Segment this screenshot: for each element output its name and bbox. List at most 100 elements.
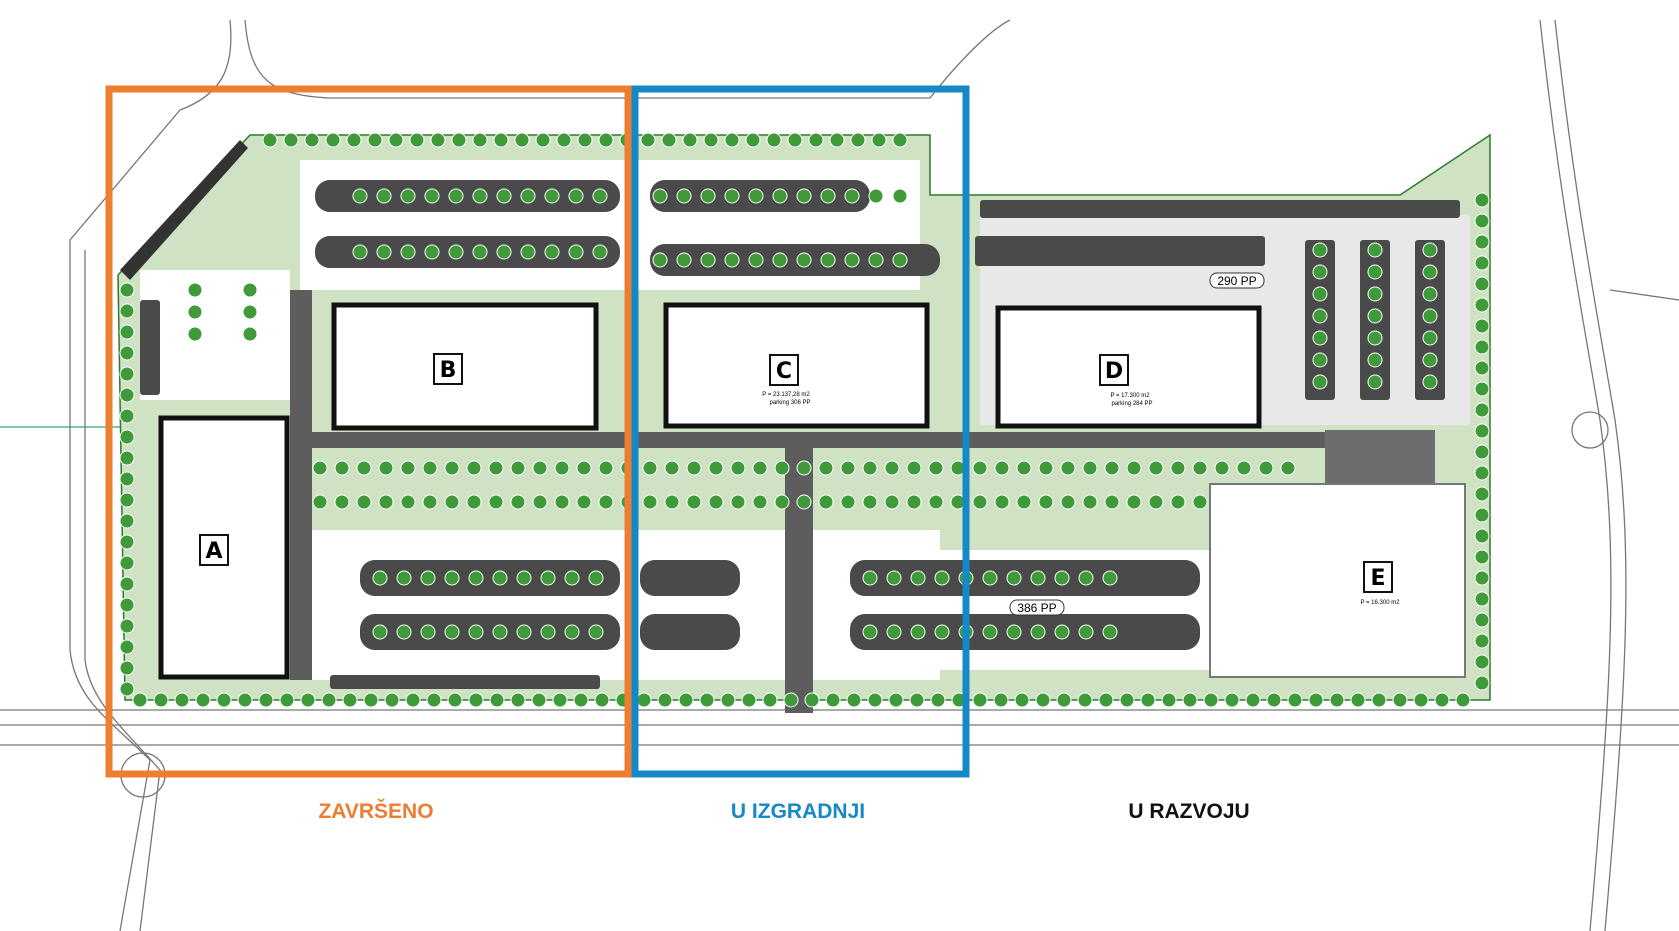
tree: [1474, 423, 1490, 439]
tree: [1350, 692, 1366, 708]
tree: [520, 188, 536, 204]
tree: [1060, 494, 1076, 510]
tree: [426, 692, 442, 708]
tree: [556, 132, 572, 148]
tree: [906, 460, 922, 476]
tree: [783, 692, 799, 708]
tree: [752, 494, 768, 510]
tree: [1104, 494, 1120, 510]
tree: [1170, 494, 1186, 510]
tree: [153, 692, 169, 708]
tree: [552, 692, 568, 708]
tree: [871, 132, 887, 148]
tree: [1329, 692, 1345, 708]
tree: [594, 692, 610, 708]
tree: [367, 132, 383, 148]
tree: [892, 132, 908, 148]
tree: [510, 460, 526, 476]
tree: [730, 460, 746, 476]
tree: [804, 692, 820, 708]
tree: [892, 252, 908, 268]
tree: [1455, 692, 1471, 708]
tree: [840, 460, 856, 476]
tree: [1474, 234, 1490, 250]
tree: [444, 460, 460, 476]
tree: [346, 132, 362, 148]
tree: [520, 244, 536, 260]
tree: [1245, 692, 1261, 708]
tree: [1312, 242, 1328, 258]
tree: [1474, 402, 1490, 418]
tree: [1367, 330, 1383, 346]
tree: [1474, 381, 1490, 397]
phase-label-under-construction: U IZGRADNJI: [730, 800, 866, 823]
tree: [448, 244, 464, 260]
parking-row: [850, 560, 1200, 596]
tree: [657, 692, 673, 708]
tree: [1030, 570, 1046, 586]
tree: [1474, 654, 1490, 670]
tree: [934, 624, 950, 640]
tree: [554, 494, 570, 510]
tree: [378, 460, 394, 476]
tree: [1474, 528, 1490, 544]
tree: [1367, 352, 1383, 368]
tree: [119, 513, 135, 529]
parking-row: [315, 180, 620, 212]
tree: [1474, 360, 1490, 376]
tree: [592, 188, 608, 204]
tree: [796, 252, 812, 268]
tree: [1016, 494, 1032, 510]
tree: [642, 460, 658, 476]
tree: [796, 460, 812, 476]
parking-count-north: 290 PP: [1217, 274, 1256, 288]
tree: [1098, 692, 1114, 708]
building-c-label: C: [776, 359, 792, 384]
tree: [720, 692, 736, 708]
tree: [119, 429, 135, 445]
tree: [1214, 460, 1230, 476]
tree: [424, 188, 440, 204]
tree: [1422, 264, 1438, 280]
tree: [119, 681, 135, 697]
tree: [119, 366, 135, 382]
tree: [576, 460, 592, 476]
tree: [862, 460, 878, 476]
tree: [400, 244, 416, 260]
tree: [1054, 624, 1070, 640]
tree: [910, 624, 926, 640]
tree: [1474, 444, 1490, 460]
tree: [1203, 692, 1219, 708]
tree: [1474, 675, 1490, 691]
tree: [1367, 286, 1383, 302]
tree: [489, 692, 505, 708]
tree: [868, 252, 884, 268]
tree: [818, 494, 834, 510]
building-e: [1209, 483, 1466, 678]
tree: [724, 132, 740, 148]
tree: [867, 692, 883, 708]
tree: [420, 624, 436, 640]
tree: [774, 494, 790, 510]
tree: [1030, 624, 1046, 640]
tree: [400, 494, 416, 510]
tree: [1474, 549, 1490, 565]
tree: [994, 494, 1010, 510]
tree: [686, 494, 702, 510]
tree: [708, 460, 724, 476]
tree: [422, 460, 438, 476]
tree: [242, 326, 258, 342]
tree: [409, 132, 425, 148]
tree: [262, 132, 278, 148]
tree: [1367, 242, 1383, 258]
parking-row: [975, 236, 1265, 266]
tree: [400, 188, 416, 204]
tree: [850, 132, 866, 148]
tree: [242, 304, 258, 320]
tree: [514, 132, 530, 148]
tree: [1422, 286, 1438, 302]
tree: [532, 460, 548, 476]
tree: [598, 132, 614, 148]
tree: [1236, 460, 1252, 476]
